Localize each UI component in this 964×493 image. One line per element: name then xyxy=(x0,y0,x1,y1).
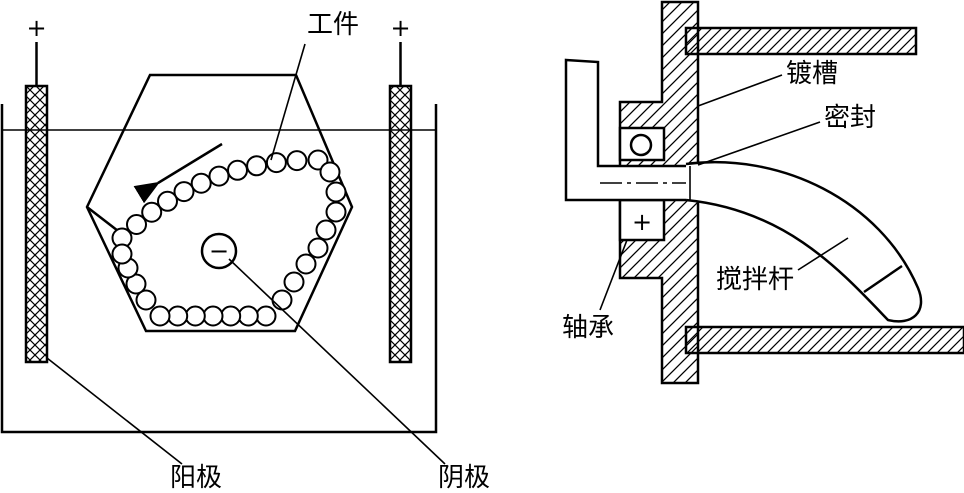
workpiece-ball xyxy=(307,237,329,259)
workpiece-ball xyxy=(325,201,347,223)
workpiece-ball xyxy=(295,253,317,275)
plus-sign-right: + xyxy=(390,14,410,42)
cathode-circle xyxy=(200,232,238,270)
label-bearing: 轴承 xyxy=(562,313,614,343)
label-seal: 密封 xyxy=(824,103,876,133)
bearing-block-lower xyxy=(618,198,666,242)
plating-tank-leader xyxy=(697,74,783,107)
stirring-rod xyxy=(685,160,923,323)
workpiece-ball xyxy=(190,172,212,194)
workpiece-ball xyxy=(265,152,287,174)
workpiece-leader xyxy=(270,43,306,161)
stirring-rod-tip-line xyxy=(863,264,903,294)
workpiece-ball xyxy=(220,305,242,327)
plus-sign-left: + xyxy=(26,14,46,42)
workpiece-ball xyxy=(255,305,277,327)
tank-wall xyxy=(0,104,438,434)
label-plating-tank: 镀槽 xyxy=(786,59,838,89)
tank-plate-bottom xyxy=(684,325,964,355)
workpiece-ball xyxy=(126,214,147,235)
workpiece-ball xyxy=(325,181,347,203)
workpiece-balls xyxy=(111,149,347,327)
bearing-leader xyxy=(599,239,628,311)
workpiece-ball xyxy=(319,161,341,183)
label-stirring-rod: 搅拌杆 xyxy=(716,265,794,295)
rotation-arrow xyxy=(133,142,223,204)
workpiece-ball xyxy=(237,305,259,327)
workpiece-ball xyxy=(315,219,337,241)
bearing-ball xyxy=(629,133,653,157)
anode-leader xyxy=(46,357,183,465)
workpiece-ball xyxy=(286,150,308,172)
right-assembly-group: + 镀槽 密封 搅拌杆 轴承 xyxy=(562,0,964,385)
plus-sign-bearing: + xyxy=(632,208,652,236)
label-workpiece: 工件 xyxy=(307,10,359,40)
left-tank-group: + + − 工件 阳极 阴极 xyxy=(0,10,490,493)
workpiece-ball xyxy=(202,305,224,327)
workpiece-ball xyxy=(283,271,305,293)
seal-leader xyxy=(697,121,821,166)
workpiece-ball xyxy=(167,305,189,327)
workpiece-ball xyxy=(227,159,248,181)
stirring-rod-leader xyxy=(797,237,849,271)
cathode-leader xyxy=(228,258,446,465)
anode-plate-right xyxy=(388,84,413,364)
workpiece-ball xyxy=(111,243,133,265)
workpiece-ball xyxy=(246,155,268,177)
workpiece-ball xyxy=(271,289,293,311)
workpiece-ball xyxy=(135,289,157,311)
label-cathode: 阴极 xyxy=(438,463,490,493)
workpiece-ball xyxy=(208,165,230,187)
workpiece-ball xyxy=(184,305,206,327)
anode-plate-left xyxy=(24,84,49,364)
hexagonal-barrel xyxy=(85,73,354,333)
minus-sign: − xyxy=(209,237,229,265)
label-anode: 阳极 xyxy=(170,463,222,493)
workpiece-ball xyxy=(173,181,195,203)
workpiece-ball xyxy=(149,305,171,327)
tank-plate-top xyxy=(684,26,918,56)
